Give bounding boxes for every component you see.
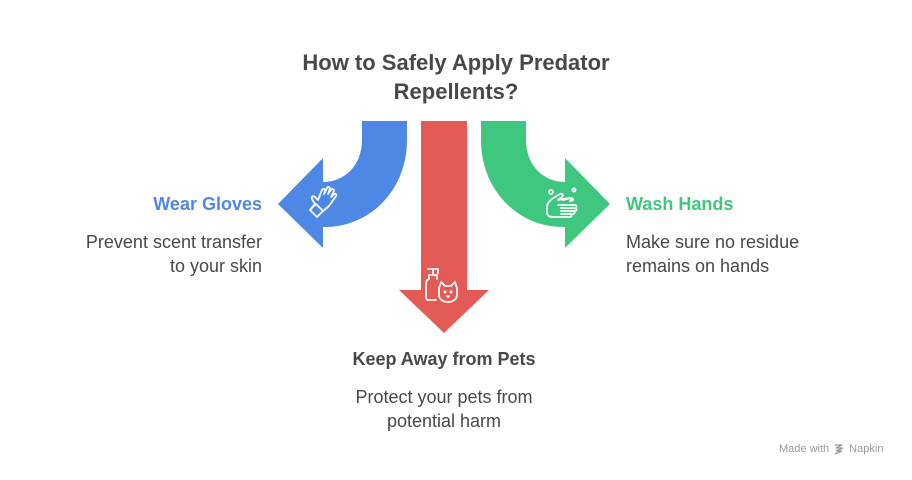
desc-line: to your skin — [169, 256, 262, 276]
title-line-1: How to Safely Apply Predator — [302, 50, 610, 75]
desc-line: Make sure no residue — [626, 232, 800, 252]
desc-line: potential harm — [386, 411, 502, 431]
napkin-brand: Napkin — [849, 443, 884, 455]
page-title: How to Safely Apply Predator Repellents? — [0, 48, 912, 106]
wash-hands-icon — [546, 187, 578, 218]
step-desc-wash-hands: Make sure no residue remains on hands — [626, 230, 886, 278]
made-with-label: Made with — [779, 443, 830, 455]
glove-icon — [309, 186, 338, 218]
step-heading-wear-gloves: Wear Gloves — [153, 194, 262, 214]
green-arrow — [481, 121, 610, 248]
step-desc-keep-away: Protect your pets from potential harm — [294, 385, 594, 433]
napkin-logo-icon — [834, 444, 844, 455]
title-line-2: Repellents? — [393, 79, 519, 104]
step-desc-wear-gloves: Prevent scent transfer to your skin — [20, 230, 262, 278]
napkin-watermark: Made with Napkin — [779, 443, 883, 455]
step-heading-keep-away: Keep Away from Pets — [352, 349, 536, 369]
desc-line: remains on hands — [626, 256, 770, 276]
red-arrow — [399, 121, 489, 333]
blue-arrow — [278, 121, 407, 248]
pet-bottle-icon — [425, 268, 458, 303]
step-heading-wash-hands: Wash Hands — [626, 194, 734, 214]
desc-line: Protect your pets from — [355, 387, 533, 407]
desc-line: Prevent scent transfer — [85, 232, 262, 252]
